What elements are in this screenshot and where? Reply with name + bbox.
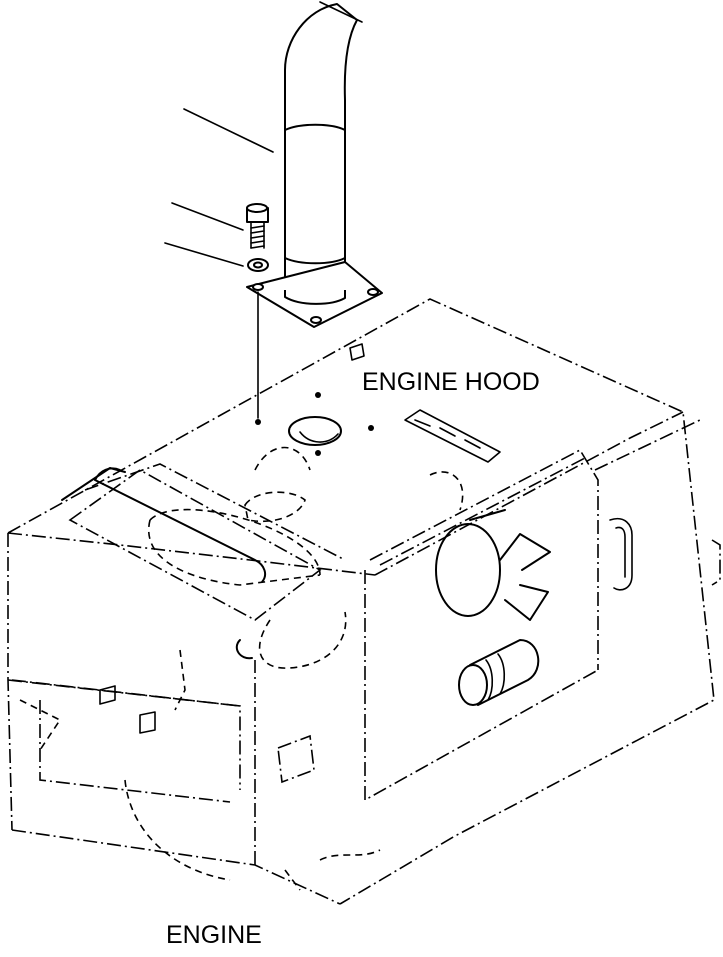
hood-openings [288,392,374,456]
engine-hood [7,298,721,905]
engine-hidden-parts [19,446,464,891]
leader-lines [164,108,274,267]
engine-hood-label: ENGINE HOOD [362,368,540,396]
washer [247,258,269,272]
bolt [246,203,269,249]
pipe-flange [246,261,383,328]
exhaust-pipe [284,1,363,296]
air-cleaner [458,639,540,706]
hood-frame-rail [61,467,267,660]
alignment-line [255,291,261,425]
engine-label: ENGINE [166,921,262,949]
radiator-fan [435,509,551,621]
